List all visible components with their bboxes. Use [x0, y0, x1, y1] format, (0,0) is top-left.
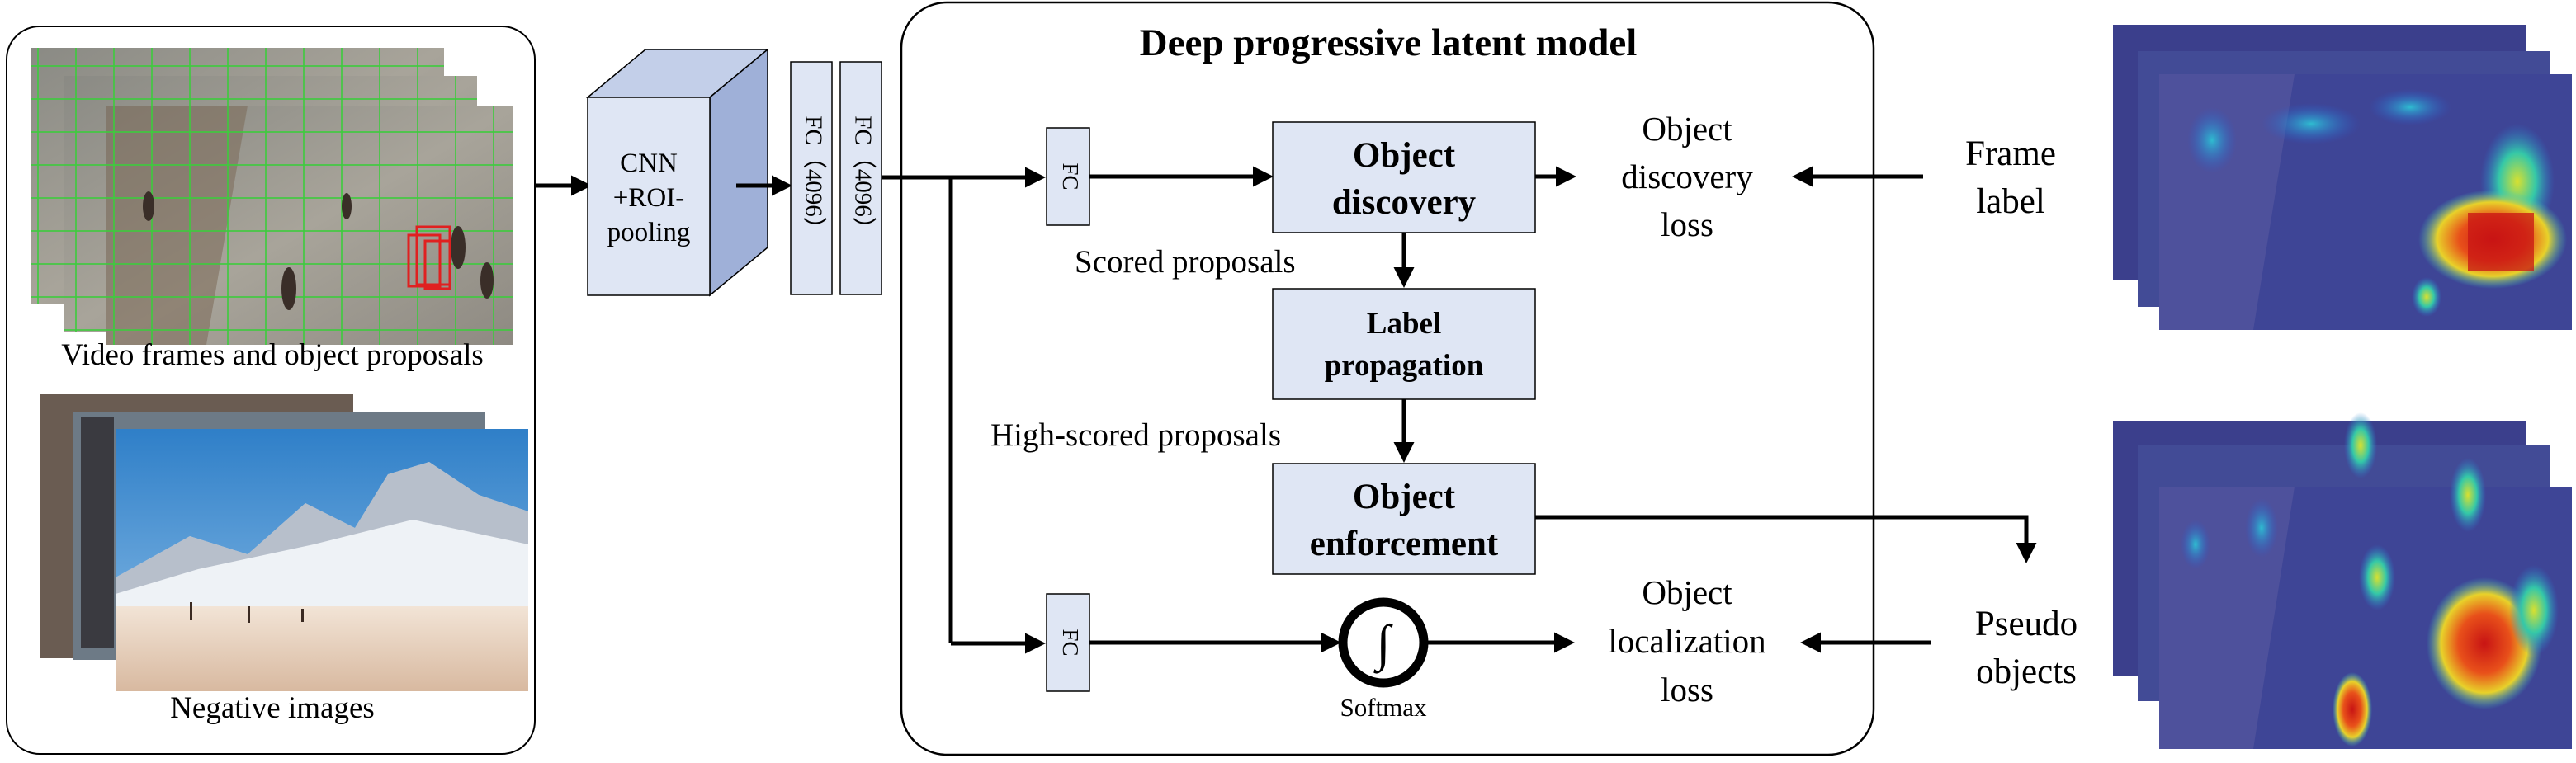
video-frames-stack — [31, 48, 513, 345]
pseudo-object-heatmaps-stack — [2113, 412, 2572, 749]
frame-label-line1: Frame — [1965, 134, 2056, 173]
label-propagation-line2: propagation — [1325, 349, 1484, 383]
label-propagation-block — [1272, 288, 1536, 400]
fc-4096-label-2: FC（4096） — [849, 115, 876, 240]
video-frames-caption: Video frames and object proposals — [61, 338, 484, 372]
frame-label-line2: label — [1976, 182, 2045, 221]
localization-loss-line1: Object — [1642, 573, 1732, 611]
integral-symbol: ∫ — [1373, 615, 1394, 674]
object-discovery-line2: discovery — [1332, 183, 1477, 222]
high-scored-proposals-label: High-scored proposals — [990, 417, 1281, 453]
pseudo-objects-line1: Pseudo — [1975, 605, 2077, 643]
fc-4096-block-2 — [839, 61, 882, 295]
fc-4096-label-1: FC（4096） — [800, 115, 826, 240]
fc-bottom-block — [1046, 593, 1090, 692]
negative-images-stack — [40, 394, 528, 691]
discovery-loss-line1: Object — [1642, 110, 1732, 148]
pseudo-objects-line2: objects — [1976, 652, 2077, 691]
fc-top-block — [1046, 127, 1090, 226]
object-enforcement-line2: enforcement — [1310, 525, 1499, 563]
object-discovery-line1: Object — [1353, 136, 1456, 175]
cnn-roi-pooling-block: CNN +ROI- pooling — [585, 48, 770, 297]
model-title: Deep progressive latent model — [1140, 21, 1638, 64]
cnn-label-line2: +ROI- — [613, 183, 684, 213]
object-enforcement-line1: Object — [1353, 478, 1456, 516]
fc-4096-block-1 — [790, 61, 833, 295]
cnn-label-line3: pooling — [607, 218, 691, 247]
cnn-label-line1: CNN — [620, 148, 678, 178]
frame-heatmaps-stack — [2113, 25, 2572, 330]
softmax-label: Softmax — [1340, 693, 1427, 722]
scored-proposals-label: Scored proposals — [1075, 244, 1296, 280]
object-discovery-block — [1272, 121, 1536, 233]
object-enforcement-block — [1272, 463, 1536, 575]
fc-top-label: FC — [1058, 162, 1083, 190]
discovery-loss-line3: loss — [1661, 205, 1713, 243]
localization-loss-line3: loss — [1661, 671, 1713, 709]
fc-bottom-label: FC — [1058, 629, 1083, 656]
label-propagation-line1: Label — [1367, 307, 1441, 341]
discovery-loss-line2: discovery — [1621, 158, 1753, 195]
arrow-enforcement-to-pseudo — [1535, 515, 2037, 563]
localization-loss-line2: localization — [1608, 622, 1765, 660]
negative-images-caption: Negative images — [170, 691, 375, 725]
